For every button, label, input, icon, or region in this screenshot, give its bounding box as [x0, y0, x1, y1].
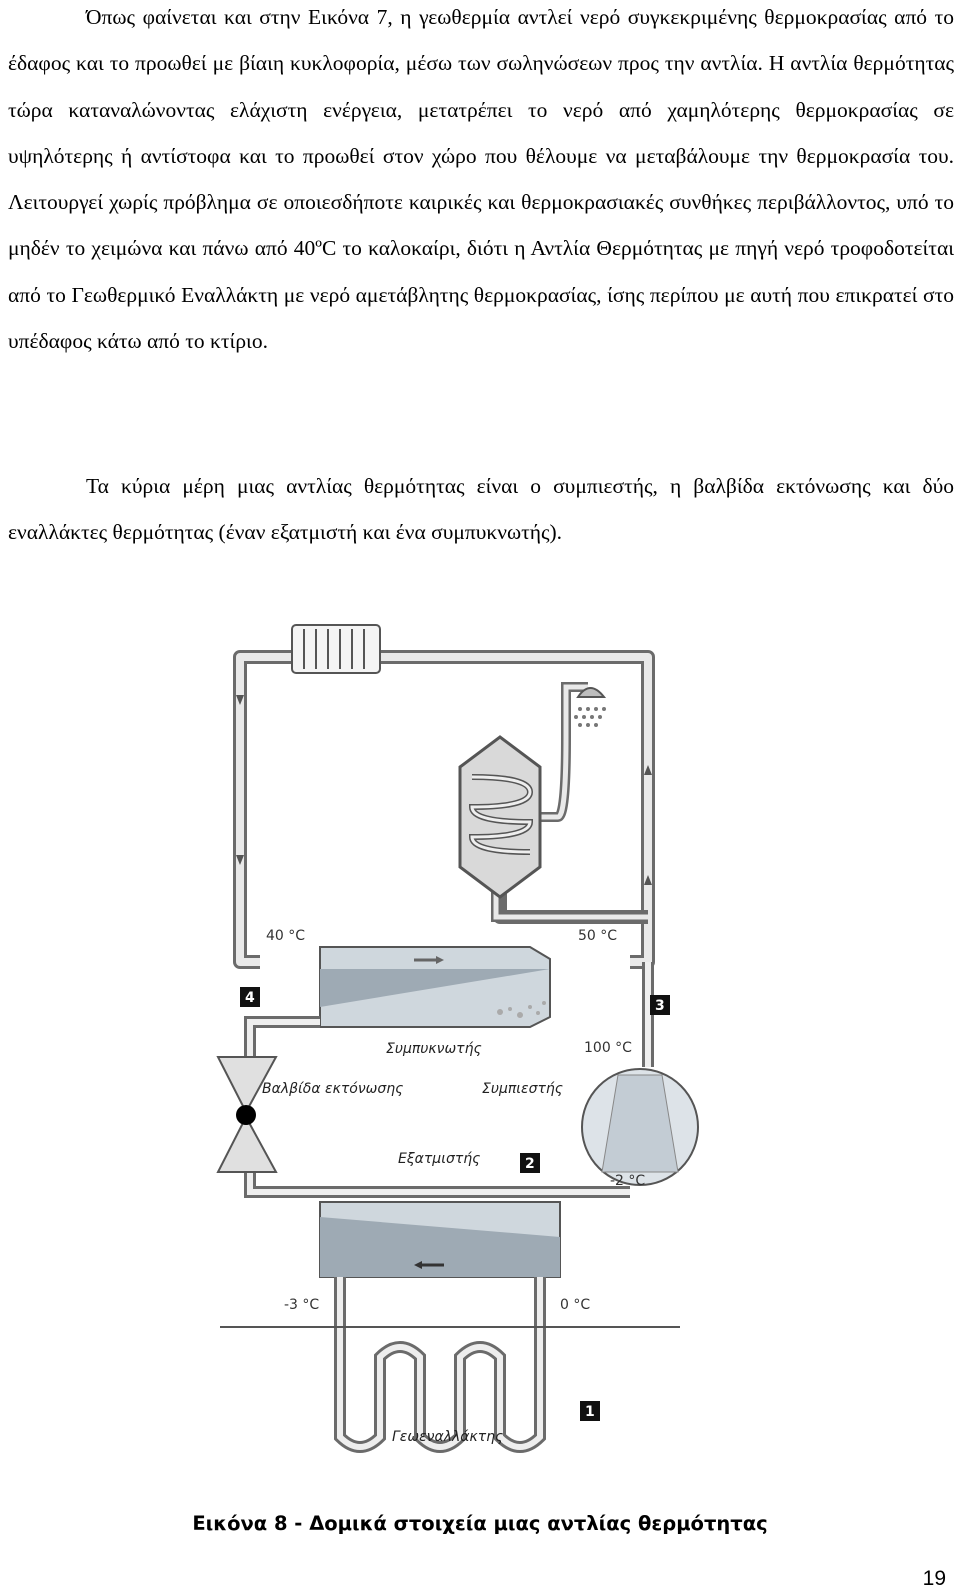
svg-text:4: 4 — [245, 990, 255, 1006]
temp-50-label: 50 °C — [578, 928, 617, 944]
condenser-label: Συμπυκνωτής — [386, 1041, 482, 1057]
expansion-valve — [216, 1056, 278, 1173]
svg-text:2: 2 — [525, 1156, 535, 1172]
heat-pump-diagram: 40 °C 50 °C Βαλβίδα εκτόνωσης Συμπυκνωτή… — [216, 624, 699, 1453]
ground-exchanger-label: Γεωεναλλάκτης — [392, 1429, 503, 1445]
svg-text:3: 3 — [655, 998, 665, 1014]
hot-water-tank — [458, 735, 542, 899]
badge-2: 2 — [520, 1153, 540, 1173]
compressor-label: Συμπιεστής — [482, 1081, 563, 1097]
badge-1: 1 — [580, 1401, 600, 1421]
temp-minus2-label: -2 °C — [610, 1173, 645, 1189]
radiator-icon — [291, 624, 381, 674]
flow-arrows — [236, 695, 652, 885]
svg-text:1: 1 — [585, 1404, 595, 1420]
temp-minus3-label: -3 °C — [284, 1297, 319, 1313]
evaporator-label: Εξατμιστής — [398, 1151, 480, 1167]
temp-100-label: 100 °C — [584, 1040, 632, 1056]
shower-icon — [574, 687, 607, 727]
badge-3: 3 — [650, 995, 670, 1015]
evaporator — [319, 1201, 561, 1278]
body-paragraph-2: Τα κύρια μέρη μιας αντλίας θερμότητας εί… — [8, 474, 954, 545]
figure-caption: Εικόνα 8 - Δομικά στοιχεία μιας αντλίας … — [192, 1512, 768, 1535]
temp-0-label: 0 °C — [560, 1297, 590, 1313]
body-paragraph-1: Όπως φαίνεται και στην Εικόνα 7, η γεωθε… — [8, 5, 954, 354]
temp-40-label: 40 °C — [266, 928, 305, 944]
condenser — [319, 946, 551, 1028]
page-number: 19 — [922, 1567, 946, 1590]
badge-4: 4 — [240, 987, 260, 1007]
compressor — [581, 1068, 699, 1186]
expansion-valve-label: Βαλβίδα εκτόνωσης — [262, 1081, 403, 1097]
